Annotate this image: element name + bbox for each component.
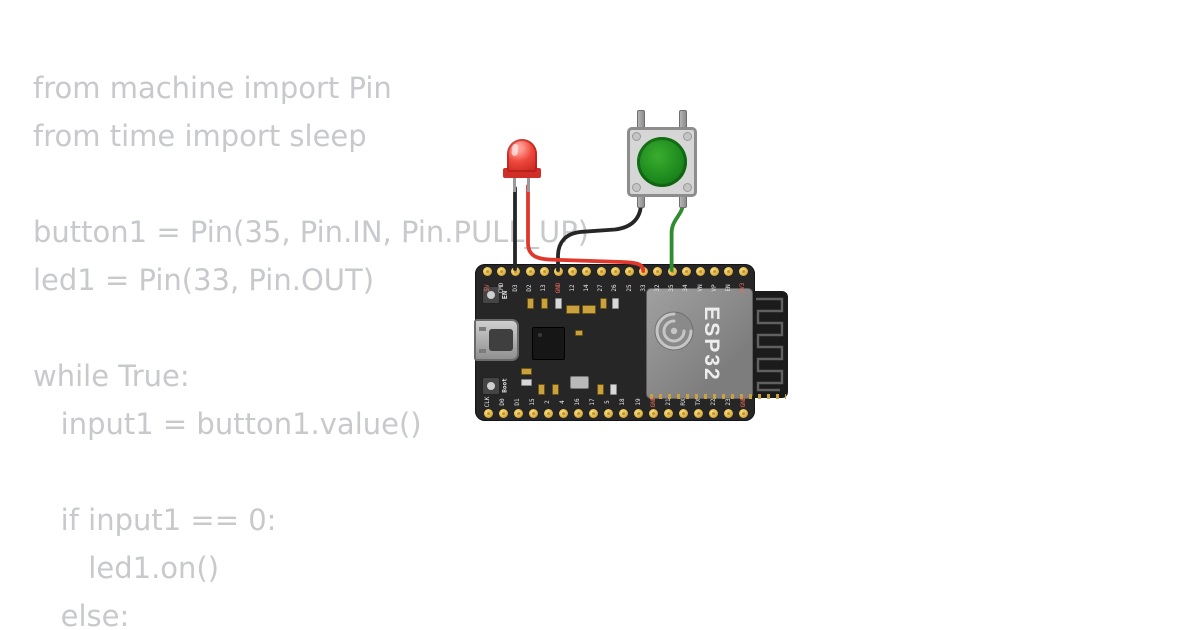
smd-component: [552, 384, 559, 395]
pushbutton-corner: [632, 183, 641, 192]
pin-13[interactable]: [539, 266, 549, 276]
usb-slot: [489, 329, 513, 351]
usb-crimp-mark: [479, 349, 486, 353]
smd-component: [521, 379, 532, 386]
pin-2[interactable]: [543, 408, 553, 418]
pin-gnd[interactable]: [739, 408, 749, 418]
smd-component: [538, 384, 545, 395]
chip-pin1-dot: [538, 333, 542, 337]
pushbutton-corner: [683, 183, 692, 192]
smd-component: [582, 305, 596, 314]
pin-16[interactable]: [573, 408, 583, 418]
pushbutton-corner: [683, 132, 692, 141]
code-line: from time import sleep: [33, 119, 367, 153]
pin-26[interactable]: [610, 266, 620, 276]
pin-12[interactable]: [568, 266, 578, 276]
pin-d3[interactable]: [511, 266, 521, 276]
wire-led-anode[interactable]: [526, 184, 646, 273]
espressif-logo-icon: [654, 311, 694, 351]
code-line: led1.on(): [33, 551, 220, 585]
wire-button-signal[interactable]: [669, 201, 685, 272]
smd-component: [521, 368, 532, 375]
pin-23[interactable]: [724, 408, 734, 418]
module-castellation-pads: [650, 394, 786, 399]
pin-rx[interactable]: [679, 408, 689, 418]
smd-component: [555, 298, 562, 309]
pin-19[interactable]: [634, 408, 643, 418]
smd-component: [600, 298, 607, 309]
smd-component: [610, 384, 617, 395]
usb-uart-chip: [532, 327, 565, 360]
code-line: led1 = Pin(33, Pin.OUT): [33, 263, 375, 297]
pin-en[interactable]: [724, 266, 734, 276]
pin-21[interactable]: [664, 408, 674, 418]
code-line: input1 = button1.value(): [33, 407, 422, 441]
pin-4[interactable]: [558, 408, 568, 418]
code-line: else:: [33, 599, 130, 630]
wire-button-gnd[interactable]: [556, 201, 643, 272]
pin-tx[interactable]: [694, 408, 704, 418]
code-block: from machine import Pin from time import …: [33, 64, 589, 630]
code-line: if input1 == 0:: [33, 503, 277, 537]
code-line: button1 = Pin(35, Pin.IN, Pin.PULL_UP): [33, 215, 590, 249]
smd-component: [597, 384, 604, 395]
code-line: while True:: [33, 359, 190, 393]
pin-d1[interactable]: [513, 408, 523, 418]
led-anode-leg: [526, 178, 530, 192]
antenna-area: [752, 291, 788, 398]
smd-component: [541, 298, 548, 309]
pin-cmd[interactable]: [497, 266, 507, 276]
pin-22[interactable]: [709, 408, 719, 418]
led-cathode-leg: [513, 178, 516, 192]
pin-25[interactable]: [625, 266, 634, 276]
pin-34[interactable]: [681, 266, 691, 276]
pin-d0[interactable]: [498, 408, 508, 418]
smd-component: [612, 298, 619, 309]
boot-button[interactable]: [482, 377, 500, 395]
smd-component: [575, 330, 583, 336]
pin-gnd[interactable]: [649, 408, 659, 418]
smd-component: [566, 305, 580, 314]
pin-vp[interactable]: [710, 266, 720, 276]
pin-27[interactable]: [596, 266, 606, 276]
pin-15[interactable]: [528, 408, 538, 418]
smd-component: [527, 298, 534, 309]
pin-5v[interactable]: [483, 266, 492, 276]
pin-d2[interactable]: [525, 266, 535, 276]
boot-button-cap[interactable]: [487, 382, 495, 390]
pin-clk[interactable]: [483, 408, 493, 418]
usb-crimp-mark: [479, 327, 486, 331]
pin-32[interactable]: [653, 266, 663, 276]
pushbutton-corner: [632, 132, 641, 141]
crystal-oscillator: [570, 376, 589, 389]
code-line: from machine import Pin: [33, 71, 392, 105]
led-flange: [502, 168, 541, 178]
en-button[interactable]: [482, 286, 500, 304]
pin-14[interactable]: [582, 266, 592, 276]
pin-3v3[interactable]: [738, 266, 748, 276]
pin-vn[interactable]: [696, 266, 705, 276]
pin-18[interactable]: [618, 408, 628, 418]
pushbutton-cap[interactable]: [637, 137, 687, 187]
pin-17[interactable]: [588, 408, 598, 418]
antenna-meander: [756, 297, 784, 392]
en-button-cap[interactable]: [487, 291, 495, 299]
pin-5[interactable]: [603, 408, 613, 418]
led-dome[interactable]: [506, 139, 537, 172]
